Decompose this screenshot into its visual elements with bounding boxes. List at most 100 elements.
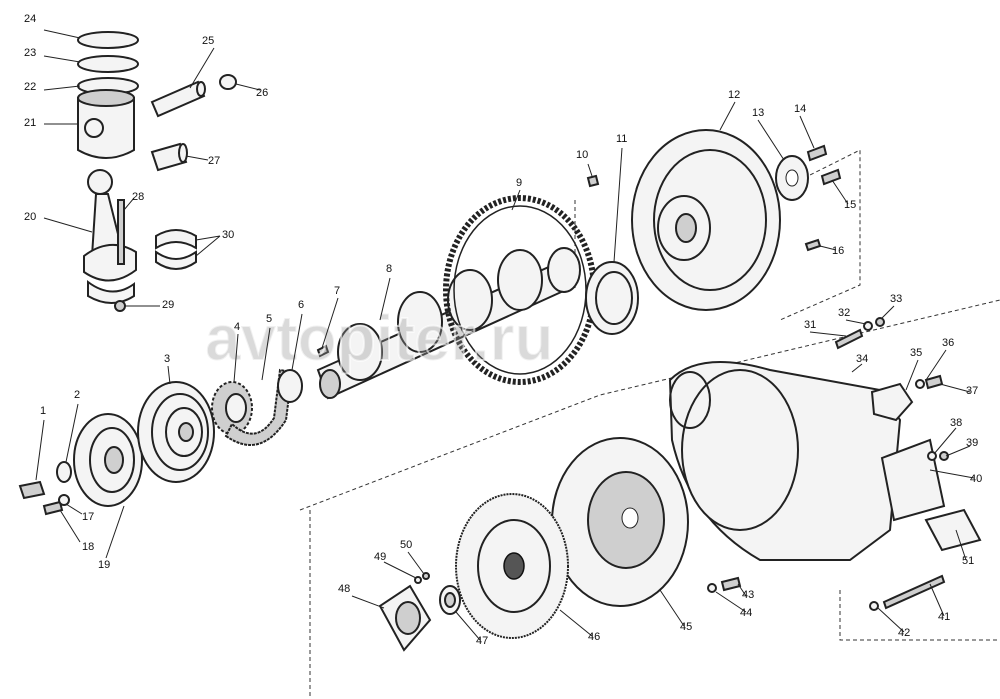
- callout-34: 34: [856, 353, 868, 365]
- callout-42: 42: [898, 627, 910, 639]
- callout-40: 40: [970, 473, 982, 485]
- nut: [875, 317, 885, 327]
- callout-36: 36: [942, 337, 954, 349]
- callout-38: 38: [950, 417, 962, 429]
- callout-44: 44: [740, 607, 752, 619]
- callout-49: 49: [374, 551, 386, 563]
- crank-pulley: [137, 381, 215, 483]
- screw: [422, 572, 430, 580]
- callout-14: 14: [794, 103, 806, 115]
- washer: [863, 321, 873, 331]
- bearing-shells: [155, 229, 197, 270]
- pulley-bolt: [18, 480, 46, 500]
- bolt-head: [939, 451, 949, 461]
- callout-23: 23: [24, 47, 36, 59]
- clutch-disc: [455, 493, 569, 639]
- small-bolt: [42, 500, 64, 516]
- mount-bracket: [924, 508, 982, 552]
- washer: [414, 576, 422, 584]
- bearing-cover: [378, 584, 432, 652]
- callout-13: 13: [752, 107, 764, 119]
- crankshaft: [316, 247, 581, 400]
- callout-30: 30: [222, 229, 234, 241]
- watermark: avtopiter.ru: [205, 302, 554, 374]
- callout-25: 25: [202, 35, 214, 47]
- callout-48: 48: [338, 583, 350, 595]
- cover-plate: [870, 382, 914, 422]
- callout-24: 24: [24, 13, 36, 25]
- front-pulley: [73, 413, 143, 507]
- callout-41: 41: [938, 611, 950, 623]
- callout-20: 20: [24, 211, 36, 223]
- callout-8: 8: [386, 263, 392, 275]
- callout-11: 11: [616, 133, 627, 145]
- callout-16: 16: [832, 245, 844, 257]
- callout-5: 5: [266, 313, 272, 325]
- stud: [834, 328, 864, 350]
- bell-housing: [668, 361, 902, 561]
- flywheel-bolt: [820, 168, 842, 186]
- rod-nut: [114, 300, 126, 312]
- connecting-rod: [83, 169, 137, 304]
- callout-39: 39: [966, 437, 978, 449]
- assembly-guides: [299, 149, 1000, 699]
- bolt: [924, 374, 944, 390]
- callout-9: 9: [516, 177, 522, 189]
- callout-29: 29: [162, 299, 174, 311]
- callout-50: 50: [400, 539, 412, 551]
- washer: [56, 461, 72, 483]
- piston: [77, 89, 135, 159]
- thrust-washer: [277, 369, 303, 403]
- piston-rings: [77, 31, 139, 95]
- flywheel-bolt: [806, 144, 828, 162]
- callout-3: 3: [164, 353, 170, 365]
- washer: [707, 583, 717, 593]
- key: [316, 344, 330, 358]
- callout-2: 2: [74, 389, 80, 401]
- callout-43: 43: [742, 589, 754, 601]
- oil-seal: [585, 261, 639, 335]
- callout-10: 10: [576, 149, 588, 161]
- callout-22: 22: [24, 81, 36, 93]
- dowel-pin: [586, 174, 600, 188]
- callout-12: 12: [728, 89, 740, 101]
- callout-32: 32: [838, 307, 850, 319]
- flywheel: [631, 129, 781, 311]
- long-bolt: [882, 574, 946, 610]
- callout-4: 4: [234, 321, 240, 333]
- callout-19: 19: [98, 559, 110, 571]
- circlip: [219, 74, 237, 90]
- leader-lines: [35, 29, 975, 641]
- callout-28: 28: [132, 191, 144, 203]
- callout-labels: 24 23 22 21 25 26 27 28 20 30 29 3 4 5 6…: [24, 13, 982, 647]
- callout-35: 35: [910, 347, 922, 359]
- lock-washer: [58, 494, 70, 506]
- washer: [869, 601, 879, 611]
- callout-6: 6: [298, 299, 304, 311]
- callout-45: 45: [680, 621, 692, 633]
- bushing: [150, 142, 188, 172]
- callout-33: 33: [890, 293, 902, 305]
- callout-47: 47: [476, 635, 488, 647]
- inspection-cover: [880, 438, 946, 522]
- callout-37: 37: [966, 385, 978, 397]
- piston-pin: [150, 80, 206, 118]
- bolt-plate: [775, 155, 809, 201]
- dowel: [804, 238, 822, 252]
- callout-27: 27: [208, 155, 220, 167]
- callout-21: 21: [24, 117, 36, 129]
- clutch-cover: [551, 437, 689, 607]
- callout-31: 31: [804, 319, 816, 331]
- callout-1: 1: [40, 405, 46, 417]
- callout-18: 18: [82, 541, 94, 553]
- callout-17: 17: [82, 511, 94, 523]
- callout-15: 15: [844, 199, 856, 211]
- washer: [915, 379, 925, 389]
- callout-26: 26: [256, 87, 268, 99]
- callout-7: 7: [334, 285, 340, 297]
- callout-51: 51: [962, 555, 974, 567]
- rod-bolt: [117, 199, 125, 265]
- callout-46: 46: [588, 631, 600, 643]
